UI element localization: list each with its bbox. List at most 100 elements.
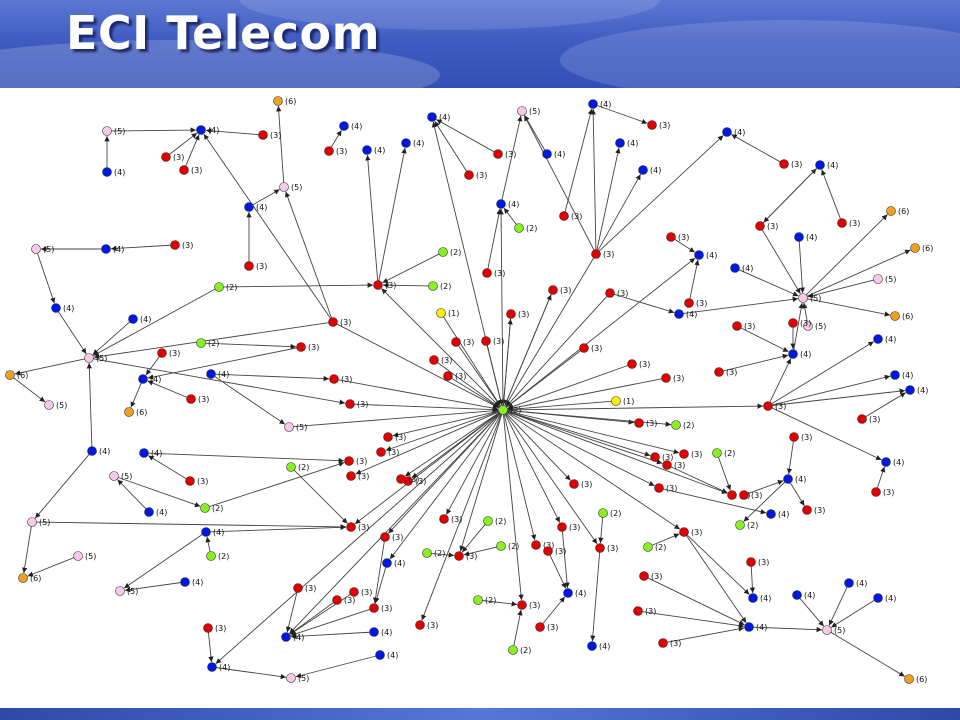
node-dot <box>464 170 474 180</box>
graph-node-red: (3) <box>739 490 762 500</box>
node-dot <box>844 578 854 588</box>
node-dot <box>563 588 573 598</box>
node-level-label: (3) <box>569 523 580 532</box>
graph-node-green: (2) <box>598 508 621 518</box>
node-level-label: (4) <box>439 113 450 122</box>
node-dot <box>890 311 900 321</box>
node-dot <box>144 507 154 517</box>
node-dot <box>180 577 190 587</box>
node-dot <box>638 165 648 175</box>
graph-node-green: (2) <box>200 503 223 513</box>
node-dot <box>783 474 793 484</box>
node-level-label: (6) <box>898 207 909 216</box>
graph-edge <box>336 323 499 409</box>
node-dot <box>369 603 379 613</box>
node-level-label: (4) <box>192 578 203 587</box>
graph-node-green: (2) <box>671 420 694 430</box>
graph-node-green: (2) <box>712 448 735 458</box>
node-dot <box>905 385 915 395</box>
graph-node-red: (3) <box>464 170 487 180</box>
node-dot <box>324 146 334 156</box>
node-level-label: (3) <box>173 153 184 162</box>
graph-node-pink: (5) <box>284 422 307 432</box>
graph-edge <box>431 552 455 558</box>
graph-edge <box>110 244 171 252</box>
graph-node-blue: (4) <box>201 527 224 537</box>
node-dot <box>473 595 483 605</box>
node-level-label: (4) <box>351 122 362 131</box>
node-dot <box>349 587 359 597</box>
graph-edge <box>647 577 745 626</box>
graph-node-pink: (5) <box>279 182 302 192</box>
node-dot <box>694 250 704 260</box>
graph-node-green: (2) <box>483 516 506 526</box>
graph-node-green: (2) <box>196 338 219 348</box>
graph-edge <box>330 130 342 148</box>
node-level-label: (3) <box>505 150 516 159</box>
graph-edge <box>507 411 663 465</box>
graph-node-red: (3) <box>789 432 812 442</box>
graph-node-red: (3) <box>605 288 628 298</box>
graph-node-red: (3) <box>647 120 670 130</box>
graph-edge <box>506 411 655 487</box>
node-level-label: (3) <box>198 395 209 404</box>
node-level-label: (3) <box>744 322 755 331</box>
graph-node-blue: (4) <box>766 509 789 519</box>
node-level-label: (3) <box>814 506 825 515</box>
node-dot <box>559 211 569 221</box>
node-dot <box>788 349 798 359</box>
graph-node-blue: (4) <box>51 303 74 313</box>
node-level-label: (3) <box>518 310 529 319</box>
node-level-label: (5) <box>43 245 54 254</box>
graph-node-blue: (4) <box>873 593 896 603</box>
graph-edge <box>37 253 56 304</box>
node-dot <box>730 263 740 273</box>
graph-node-red: (3) <box>633 606 656 616</box>
graph-edge <box>486 345 504 406</box>
graph-node-red: (3) <box>579 343 602 353</box>
node-dot <box>383 432 393 442</box>
graph-edge <box>642 611 745 629</box>
node-dot <box>822 625 832 635</box>
graph-node-red: (3) <box>203 623 226 633</box>
graph-node-red: (3) <box>569 479 592 489</box>
graph-node-blue: (4) <box>128 314 151 324</box>
slide-footer-bar <box>0 708 960 720</box>
node-level-label: (4) <box>856 579 867 588</box>
node-dot <box>634 418 644 428</box>
graph-node-orange: (6) <box>18 573 41 583</box>
node-dot <box>139 448 149 458</box>
graph-node-red: (3) <box>654 483 677 493</box>
node-dot <box>662 460 672 470</box>
node-dot <box>684 298 694 308</box>
node-dot <box>886 206 896 216</box>
node-dot <box>31 244 41 254</box>
node-level-label: (5) <box>885 275 896 284</box>
graph-edge <box>501 115 523 200</box>
node-level-label: (4) <box>756 623 767 632</box>
node-dot <box>493 149 503 159</box>
graph-edge <box>507 400 612 412</box>
graph-node-green: (2) <box>438 247 461 257</box>
graph-node-red: (3) <box>451 337 474 347</box>
graph-node-pink: (5) <box>286 673 309 683</box>
node-dot <box>415 620 425 630</box>
graph-edge <box>686 534 750 595</box>
graph-node-red: (3) <box>439 514 462 524</box>
graph-node-red: (3) <box>662 460 685 470</box>
graph-node-red: (3) <box>591 249 614 259</box>
graph-edge <box>749 566 756 594</box>
graph-node-yellow: (1) <box>436 308 459 318</box>
graph-node-orange: (6) <box>886 206 909 216</box>
graph-edge <box>355 411 500 475</box>
node-dot <box>890 370 900 380</box>
node-dot <box>803 321 813 331</box>
node-level-label: (2) <box>724 449 735 458</box>
node-level-label: (3) <box>357 400 368 409</box>
graph-edge <box>598 517 604 544</box>
node-level-label: (3) <box>493 337 504 346</box>
graph-node-red: (3) <box>714 367 737 377</box>
node-level-label: (2) <box>610 509 621 518</box>
graph-edge <box>434 120 467 172</box>
graph-edge <box>503 207 517 225</box>
